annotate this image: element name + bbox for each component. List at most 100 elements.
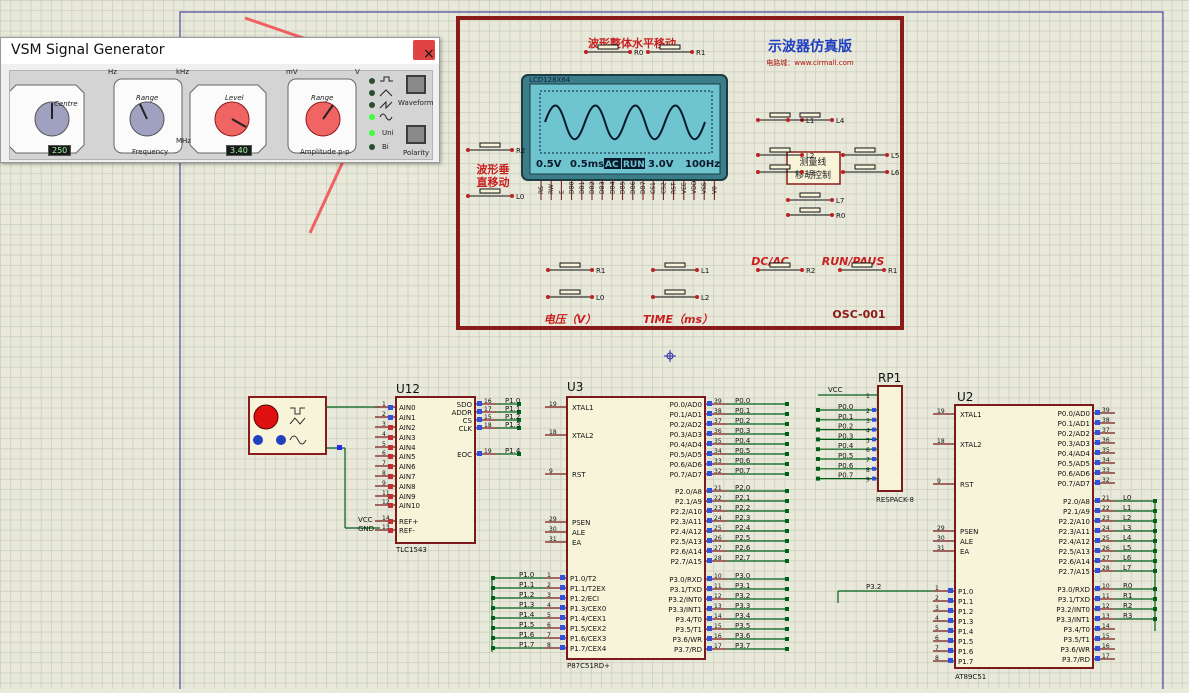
u3-pin-num: 16 xyxy=(714,633,722,640)
polarity-button[interactable] xyxy=(406,125,426,144)
osc-button[interactable] xyxy=(854,147,876,153)
uni-led[interactable] xyxy=(369,130,375,136)
u3-pin-name: P2.0/A8 xyxy=(675,488,702,496)
osc-button[interactable] xyxy=(769,147,791,153)
osc-button-terminal xyxy=(690,50,694,54)
square-wave-led[interactable] xyxy=(369,78,375,84)
u3-net-label: P0.2 xyxy=(735,417,750,425)
frequency-label: Frequency xyxy=(132,148,169,156)
rp1-net-label: P0.1 xyxy=(838,413,853,421)
u2-pin-num: 9 xyxy=(937,478,941,485)
u3-net-label: P0.4 xyxy=(735,437,751,445)
u3-net-label: P0.5 xyxy=(735,447,750,455)
osc-button-terminal xyxy=(695,268,699,272)
u2-pin-marker xyxy=(1095,636,1100,641)
u2-pin-num: 27 xyxy=(1102,555,1110,562)
osc-button[interactable] xyxy=(799,192,821,198)
u2-pin-marker xyxy=(1095,538,1100,543)
rp1-pin-marker xyxy=(872,466,876,471)
u12-pin-name: REF- xyxy=(399,527,415,535)
signal-generator-window[interactable]: VSM Signal Generator × xyxy=(0,37,440,163)
u3-pin-marker xyxy=(560,635,565,640)
rp1-pin-num: 9 xyxy=(866,477,870,484)
u3-net-label: P0.0 xyxy=(735,397,750,405)
u3-pin-num: 29 xyxy=(549,516,557,523)
u2-pin-num: 33 xyxy=(1102,467,1110,474)
lcd-module[interactable]: LCD128X64 0.5V 0.5ms AC RUN 3.0V 100Hz R… xyxy=(521,74,728,200)
u3-pin-marker xyxy=(707,471,712,476)
close-button[interactable]: × xyxy=(413,40,435,62)
osc-button[interactable] xyxy=(559,262,581,268)
u3-net-label: P2.0 xyxy=(735,484,750,492)
triangle-wave-led[interactable] xyxy=(369,90,375,96)
u2-mcu-chip[interactable]: U2 AT89C51 P3.2 XTAL119XTAL218RST9PSEN29… xyxy=(837,390,1157,681)
sawtooth-wave-led[interactable] xyxy=(369,102,375,108)
u2-pin-marker xyxy=(1095,508,1100,513)
u3-pin-marker xyxy=(707,508,712,513)
u2-pin-marker xyxy=(1095,518,1100,523)
u3-wire-end xyxy=(785,539,789,543)
sine-wave-led[interactable] xyxy=(369,114,375,120)
osc-button[interactable] xyxy=(659,44,681,50)
u3-wire-end xyxy=(785,617,789,621)
u3-pin-name: P1.0/T2 xyxy=(570,575,596,583)
u3-wire-end xyxy=(785,489,789,493)
signal-source-symbol[interactable] xyxy=(248,396,380,529)
u2-pin-name: P2.2/A10 xyxy=(1059,518,1090,526)
u3-pin-num: 37 xyxy=(714,418,722,425)
u12-pin-marker xyxy=(388,503,393,508)
u12-pin-name: EOC xyxy=(457,451,472,459)
u3-pin-marker xyxy=(560,645,565,650)
u12-adc-chip[interactable]: U12 TLC1543 VCC GND AIN01AIN12AIN23AIN34… xyxy=(358,382,521,554)
u2-pin-name: P1.4 xyxy=(958,628,974,636)
osc-button-terminal xyxy=(695,295,699,299)
lcd-name: LCD128X64 xyxy=(529,76,571,84)
osc-button[interactable] xyxy=(854,164,876,170)
u3-wire-end xyxy=(491,626,495,630)
u12-pin-num: 12 xyxy=(382,499,390,506)
u3-wire-end xyxy=(785,402,789,406)
u3-pin-name: P2.7/A15 xyxy=(671,558,702,566)
osc-button[interactable] xyxy=(851,262,873,268)
osc-button[interactable] xyxy=(799,207,821,213)
osc-button[interactable] xyxy=(479,142,501,148)
source-pin-marker xyxy=(337,445,342,450)
bi-led[interactable] xyxy=(369,144,375,150)
u2-pin-num: 17 xyxy=(1102,653,1110,660)
u12-pin-name: AIN6 xyxy=(399,463,416,471)
u2-pin-num: 36 xyxy=(1102,437,1110,444)
osc-button-terminal xyxy=(786,213,790,217)
u3-pin-name: P0.5/AD5 xyxy=(670,451,702,459)
u3-mcu-chip[interactable]: U3 P87C51RD+ XTAL119XTAL218RST9PSEN29ALE… xyxy=(491,380,789,670)
osc-button[interactable] xyxy=(799,112,821,118)
u12-pin-name: AIN3 xyxy=(399,434,416,442)
u2-pin-name: P2.7/A15 xyxy=(1059,568,1090,576)
osc-button[interactable] xyxy=(769,112,791,118)
osc-button[interactable] xyxy=(769,262,791,268)
osc-button[interactable] xyxy=(559,289,581,295)
osc-button-label: R2 xyxy=(806,267,815,275)
u12-net-label: P1.0 xyxy=(505,397,520,405)
osc-button-label: R2 xyxy=(516,147,525,155)
osc-button[interactable] xyxy=(664,289,686,295)
u2-pin-name: XTAL1 xyxy=(960,411,982,419)
waveform-button[interactable] xyxy=(406,75,426,94)
u3-net-label: P2.4 xyxy=(735,524,751,532)
u3-pin-marker xyxy=(707,461,712,466)
time-label: TIME（ms） xyxy=(643,313,713,326)
rp1-pin-num: 7 xyxy=(866,457,870,464)
osc-button[interactable] xyxy=(769,164,791,170)
osc-button[interactable] xyxy=(664,262,686,268)
osc-button-terminal xyxy=(628,50,632,54)
u2-pin-name: P0.6/AD6 xyxy=(1058,470,1091,478)
u3-pin-marker xyxy=(560,615,565,620)
rp1-resistor-pack[interactable]: RP1 RESPACK-8 VCC 1P0.02P0.13P0.24P0.35P… xyxy=(816,371,914,504)
signal-generator-titlebar[interactable]: VSM Signal Generator × xyxy=(1,38,439,64)
osc-button[interactable] xyxy=(597,44,619,50)
rp1-pin-num: 1 xyxy=(866,393,870,400)
osc-button[interactable] xyxy=(479,188,501,194)
u3-pin-marker xyxy=(707,586,712,591)
u2-pin-marker xyxy=(1095,586,1100,591)
u2-pin-num: 34 xyxy=(1102,457,1110,464)
u12-pin-num: 6 xyxy=(382,450,386,457)
